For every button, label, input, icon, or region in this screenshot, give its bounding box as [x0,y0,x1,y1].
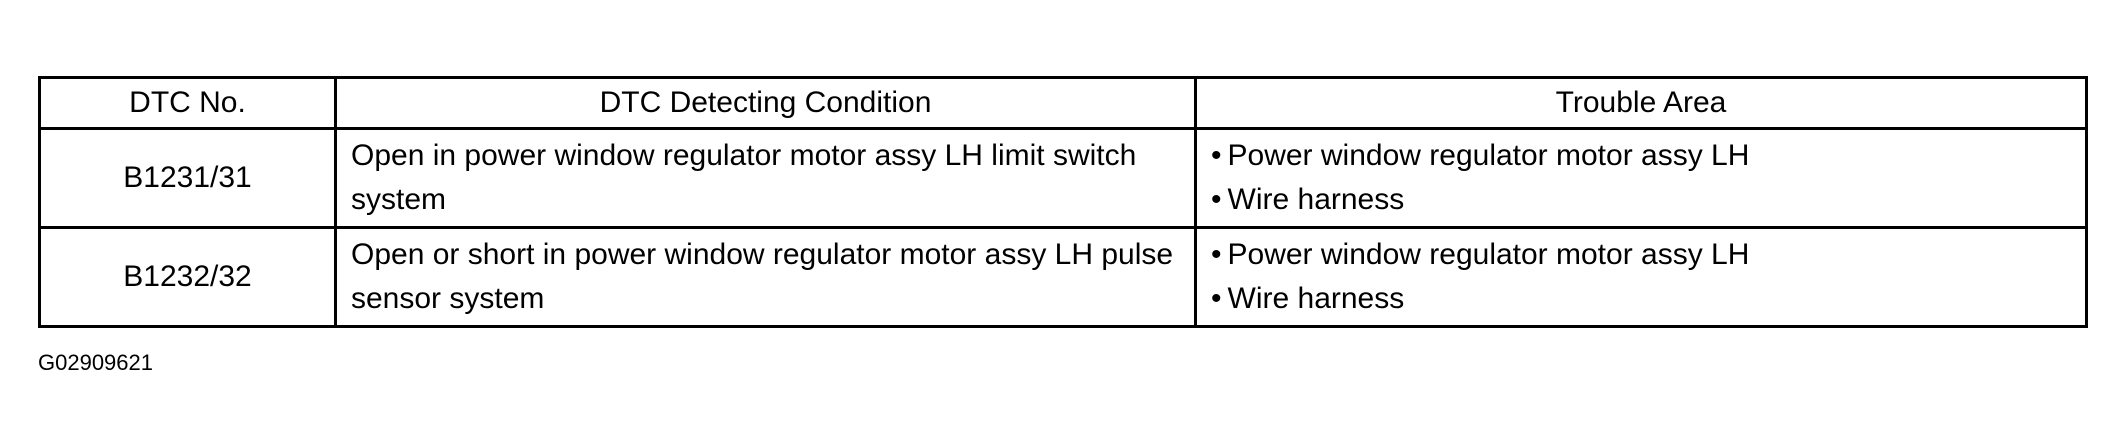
trouble-area-cell: •Power window regulator motor assy LH •W… [1194,127,2088,229]
header-trouble-area: Trouble Area [1194,76,2088,130]
detecting-condition-cell: Open or short in power window regulator … [334,226,1197,328]
trouble-area-item: •Wire harness [1211,277,2071,321]
trouble-area-cell: •Power window regulator motor assy LH •W… [1194,226,2088,328]
trouble-area-item: •Wire harness [1211,178,2071,222]
trouble-area-list: •Power window regulator motor assy LH •W… [1211,233,2071,321]
table-row: B1232/32 Open or short in power window r… [38,226,2088,328]
header-dtc-no: DTC No. [38,76,337,130]
header-detecting-condition: DTC Detecting Condition [334,76,1197,130]
table-header-row: DTC No. DTC Detecting Condition Trouble … [38,76,2088,130]
bullet-icon: • [1211,238,1222,271]
trouble-area-list: •Power window regulator motor assy LH •W… [1211,134,2071,222]
trouble-area-item: •Power window regulator motor assy LH [1211,134,2071,178]
trouble-area-text: Wire harness [1227,282,1405,315]
trouble-area-text: Power window regulator motor assy LH [1227,139,1750,172]
trouble-area-text: Power window regulator motor assy LH [1227,238,1750,271]
dtc-number-cell: B1231/31 [38,127,337,229]
table-row: B1231/31 Open in power window regulator … [38,127,2088,229]
bullet-icon: • [1211,183,1222,216]
bullet-icon: • [1211,139,1222,172]
dtc-number-cell: B1232/32 [38,226,337,328]
dtc-table: DTC No. DTC Detecting Condition Trouble … [38,76,2088,328]
trouble-area-text: Wire harness [1227,183,1405,216]
figure-code: G02909621 [38,350,153,375]
detecting-condition-cell: Open in power window regulator motor ass… [334,127,1197,229]
bullet-icon: • [1211,282,1222,315]
trouble-area-item: •Power window regulator motor assy LH [1211,233,2071,277]
